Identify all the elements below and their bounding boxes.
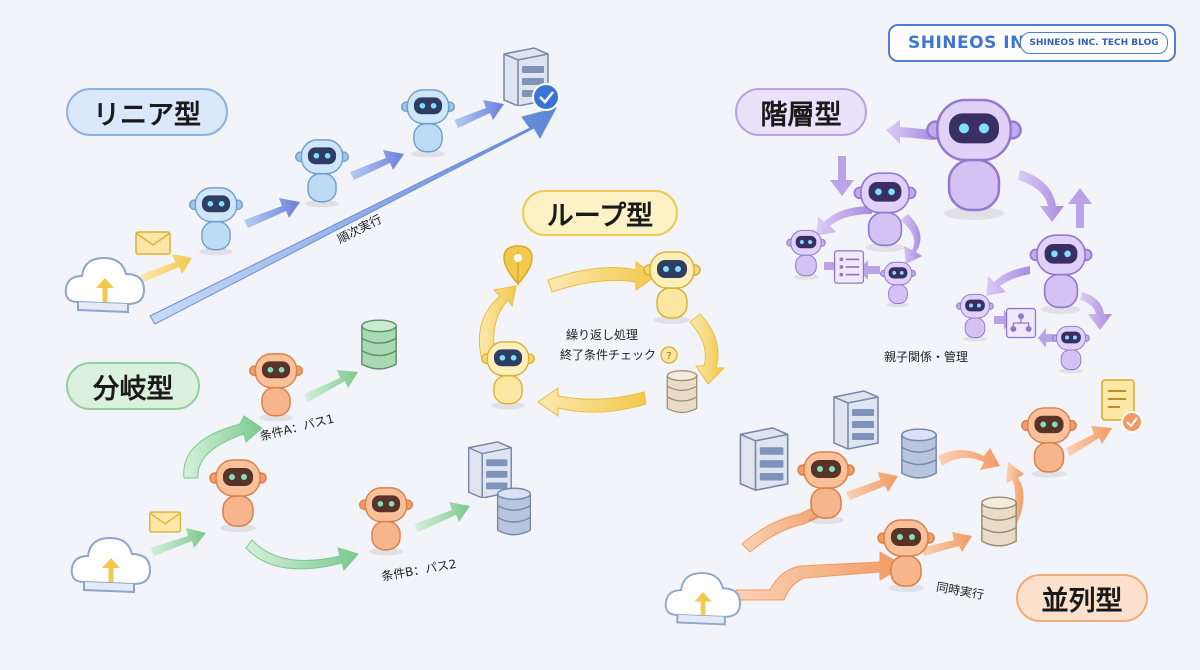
branch-section xyxy=(72,319,532,592)
branch-entry-arrow xyxy=(150,528,206,556)
branch-title: 分岐型 xyxy=(66,362,200,410)
parallel-arrow-b xyxy=(938,448,1000,470)
hier-arrow-2 xyxy=(830,156,854,196)
database-icon xyxy=(981,496,1017,547)
checklist-icon xyxy=(1101,379,1143,433)
robot-icon xyxy=(643,251,701,324)
check-mark xyxy=(539,91,554,104)
robot-icon xyxy=(481,341,535,410)
parallel-main-arrow xyxy=(735,551,905,601)
linear-section xyxy=(66,47,560,325)
hier-arrow-12 xyxy=(1038,328,1054,348)
hier-arrow-4 xyxy=(1068,188,1092,228)
branch-b-arrow xyxy=(414,502,470,532)
loop-label-line2: 終了条件チェック xyxy=(560,348,657,362)
robot-icon xyxy=(249,353,303,422)
robot-icon xyxy=(786,229,826,280)
brand-badge: SHINEOS INC. TECH BLOG xyxy=(1020,32,1168,54)
checklist-icon xyxy=(833,250,865,284)
org-chart-icon xyxy=(1005,307,1037,339)
robot-icon xyxy=(209,459,267,532)
loop-arrow-bottom xyxy=(537,387,647,417)
branch-upper-arrow xyxy=(183,415,263,479)
parallel-section xyxy=(666,379,1143,624)
server-icon xyxy=(739,426,789,492)
database-icon xyxy=(666,370,698,414)
loop-title: ループ型 xyxy=(522,190,678,236)
robot-icon xyxy=(1029,234,1093,314)
cloud-upload-icon xyxy=(72,538,150,592)
question-icon xyxy=(660,346,678,364)
hier-arrow-3 xyxy=(1018,170,1064,222)
database-icon xyxy=(361,319,397,370)
linear-title: リニア型 xyxy=(66,88,228,136)
hierarchy-title: 階層型 xyxy=(735,88,867,136)
robot-icon xyxy=(1052,325,1090,374)
linear-arrow-1 xyxy=(140,254,192,282)
loop-label-line1: 繰り返し処理 xyxy=(566,328,639,342)
brand-logo-text: SHINEOS IN xyxy=(908,33,1025,53)
brand-logo: SHINEOS IN SHINEOS INC. TECH BLOG xyxy=(888,24,1176,62)
branch-lower-arrow xyxy=(245,539,359,572)
robot-icon xyxy=(956,293,994,342)
hierarchy-section xyxy=(786,98,1112,374)
robot-icon xyxy=(189,187,243,256)
linear-arrow-3 xyxy=(350,150,404,180)
cloud-upload-icon xyxy=(66,258,144,312)
linear-arrow-2 xyxy=(244,198,300,228)
hier-arrow-8 xyxy=(1080,292,1112,330)
mail-icon xyxy=(135,231,171,255)
hier-arrow-6 xyxy=(900,214,922,264)
linear-long-arrow xyxy=(149,107,557,325)
branch-a-arrow xyxy=(304,370,358,402)
cloud-upload-icon xyxy=(666,573,740,624)
linear-arrow-4 xyxy=(454,100,504,128)
robot-icon xyxy=(880,261,916,308)
robot-icon xyxy=(926,98,1022,220)
robot-icon xyxy=(295,139,349,208)
database-icon xyxy=(496,487,532,536)
robot-icon xyxy=(401,89,455,158)
parallel-arrow-e xyxy=(1066,426,1112,456)
loop-arrow-right xyxy=(689,313,726,385)
loop-arrow-left xyxy=(478,285,517,361)
database-icon xyxy=(901,428,937,479)
parallel-arrow-c xyxy=(920,532,972,556)
parallel-title: 並列型 xyxy=(1016,574,1148,622)
robot-icon xyxy=(1021,407,1077,478)
loop-arrow-top xyxy=(547,261,657,293)
loop-section: ? xyxy=(478,245,726,417)
hierarchy-label: 親子関係・管理 xyxy=(884,350,969,364)
server-icon xyxy=(833,390,879,450)
parallel-arrow-a xyxy=(846,472,898,500)
question-glyph: ? xyxy=(666,351,671,362)
location-pin-icon xyxy=(503,245,533,286)
parallel-arrow-d xyxy=(1006,462,1024,526)
robot-icon xyxy=(359,487,413,556)
hier-arrow-7 xyxy=(986,266,1030,296)
hier-arrow-5 xyxy=(816,206,872,236)
check-badge-icon xyxy=(532,83,560,111)
mail-icon xyxy=(149,511,182,533)
hier-arrow-1 xyxy=(886,120,934,144)
